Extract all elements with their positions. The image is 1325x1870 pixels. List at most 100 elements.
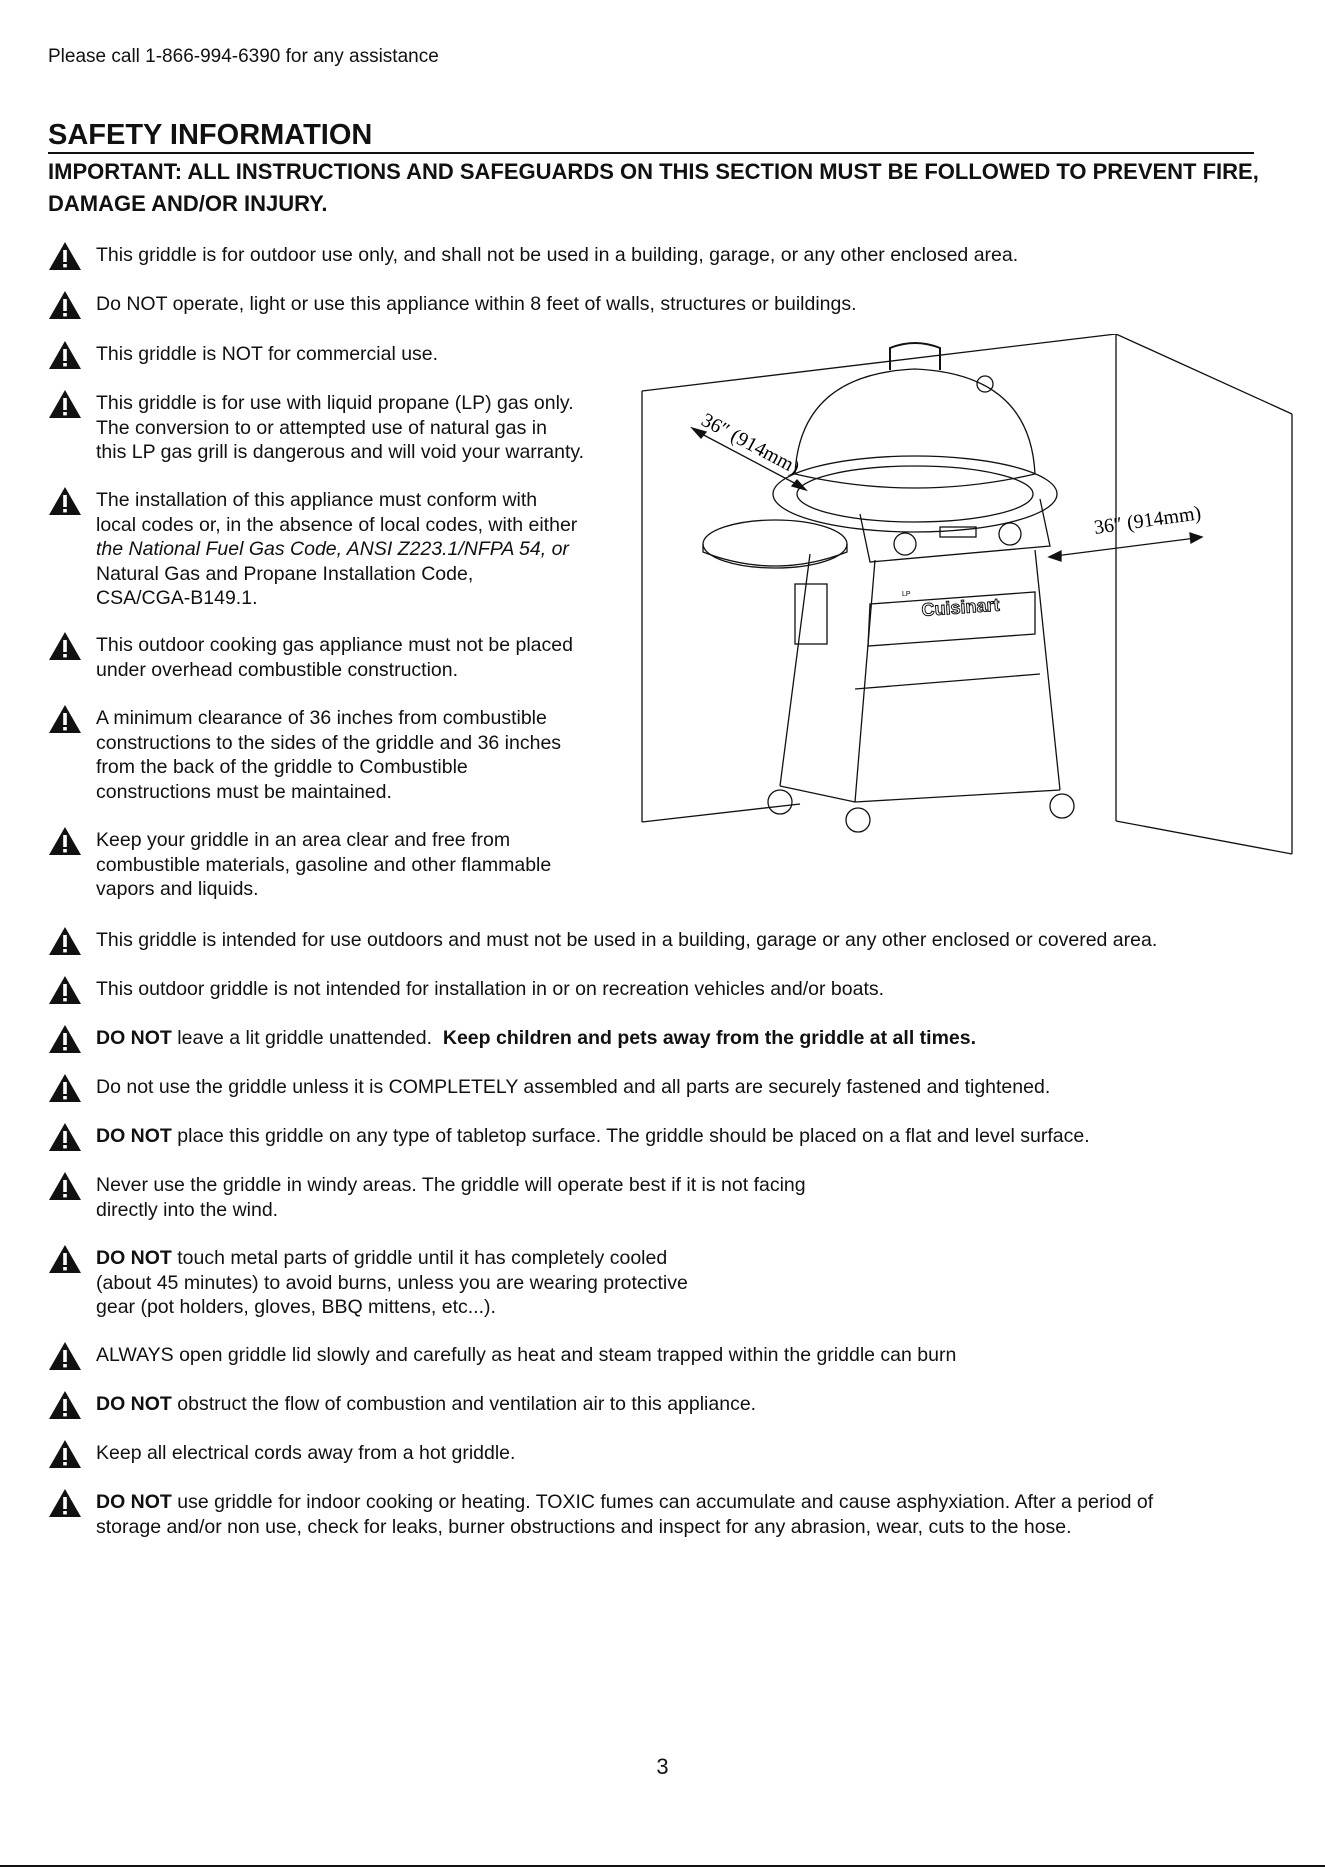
safety-item: Never use the griddle in windy areas. Th…: [48, 1173, 806, 1222]
safety-text: Never use the griddle in windy areas. Th…: [96, 1173, 806, 1222]
safety-item: This outdoor griddle is not intended for…: [48, 977, 884, 1005]
safety-text: DO NOT obstruct the flow of combustion a…: [96, 1392, 756, 1417]
safety-item: This griddle is for use with liquid prop…: [48, 391, 584, 465]
text-segment: leave a lit griddle unattended.: [171, 1027, 443, 1049]
important-notice: IMPORTANT: ALL INSTRUCTIONS AND SAFEGUAR…: [48, 159, 1259, 216]
text-line: DO NOT use griddle for indoor cooking or…: [96, 1490, 1153, 1515]
safety-item: DO NOT obstruct the flow of combustion a…: [48, 1392, 756, 1420]
do-not-label: DO NOT: [96, 1125, 172, 1147]
text-line: the National Fuel Gas Code, ANSI Z223.1/…: [96, 537, 577, 562]
dimension-label-side: 36″ (914mm): [1093, 502, 1203, 539]
safety-text: This griddle is for use with liquid prop…: [96, 391, 584, 465]
warning-icon: [48, 1390, 82, 1420]
dome-lid-rim: [794, 473, 1036, 489]
safety-item: DO NOT place this griddle on any type of…: [48, 1124, 1090, 1152]
text-line: The conversion to or attempted use of na…: [96, 416, 547, 439]
assistance-phone-line: Please call 1-866-994-6390 for any assis…: [48, 46, 439, 67]
burner-knob-left: [893, 532, 917, 556]
leg-front-left: [779, 553, 811, 787]
warning-icon: [48, 704, 82, 734]
text-segment: obstruct the flow of combustion and vent…: [171, 1393, 757, 1415]
dimension-arrow-side: [1054, 537, 1197, 557]
safety-text: A minimum clearance of 36 inches from co…: [96, 706, 561, 804]
badge-plate: [939, 526, 977, 538]
do-not-label: DO NOT: [96, 1247, 172, 1269]
wall-top-right: [1115, 334, 1293, 415]
burner-knob-right: [998, 522, 1022, 546]
section-title: SAFETY INFORMATION: [48, 118, 1254, 154]
do-not-label: DO NOT: [96, 1393, 172, 1415]
wheel: [1049, 793, 1075, 819]
text-segment: touch metal parts of griddle until it ha…: [171, 1247, 668, 1269]
text-line: Never use the griddle in windy areas. Th…: [96, 1174, 806, 1196]
warning-icon: [48, 486, 82, 516]
text-line: A minimum clearance of 36 inches from co…: [96, 707, 547, 729]
bottom-rail: [779, 785, 1061, 803]
text-segment: use griddle for indoor cooking or heatin…: [171, 1491, 1154, 1513]
text-line: under overhead combustible construction.: [96, 658, 459, 681]
text-line: DO NOT touch metal parts of griddle unti…: [96, 1246, 688, 1271]
warning-icon: [48, 1171, 82, 1201]
griddle-ring-inner: [796, 465, 1034, 523]
safety-item: Keep your griddle in an area clear and f…: [48, 828, 551, 902]
safety-item: A minimum clearance of 36 inches from co…: [48, 706, 561, 804]
warning-icon: [48, 1024, 82, 1054]
lp-tag: LP: [902, 591, 911, 598]
front-panel: [867, 591, 1036, 647]
warning-icon: [48, 241, 82, 271]
text-line: Natural Gas and Propane Installation Cod…: [96, 562, 474, 585]
arrow-head: [1189, 532, 1204, 545]
griddle-clearance-illustration: 36″ (914mm) 36″ (914mm) Cuisinart LP: [641, 334, 1293, 855]
control-panel: [859, 498, 1051, 563]
floor-left: [641, 803, 801, 823]
text-line: constructions must be maintained.: [96, 780, 392, 803]
do-not-label: DO NOT: [96, 1491, 172, 1513]
text-line: The installation of this appliance must …: [96, 489, 538, 511]
text-line: This griddle is for use with liquid prop…: [96, 392, 574, 414]
children-pets-warning: Keep children and pets away from the gri…: [442, 1027, 977, 1049]
arrow-head: [690, 426, 708, 439]
side-shelf: [702, 519, 848, 569]
text-line: CSA/CGA-B149.1.: [96, 587, 258, 609]
page-number: 3: [656, 1754, 669, 1779]
safety-text: DO NOT use griddle for indoor cooking or…: [96, 1490, 1153, 1539]
text-line: constructions to the sides of the griddl…: [96, 731, 562, 754]
warning-icon: [48, 340, 82, 370]
safety-text: This griddle is NOT for commercial use.: [96, 343, 439, 365]
lid-handle: [889, 342, 941, 370]
tank-holder: [794, 583, 828, 645]
wall-outline: [641, 334, 1117, 821]
text-line: local codes or, in the absence of local …: [96, 513, 578, 536]
safety-item: Do NOT operate, light or use this applia…: [48, 292, 857, 320]
safety-item: This griddle is for outdoor use only, an…: [48, 243, 1018, 271]
leg-front-right: [1034, 549, 1061, 791]
safety-item: Do not use the griddle unless it is COMP…: [48, 1075, 1050, 1103]
safety-text: ALWAYS open griddle lid slowly and caref…: [96, 1344, 957, 1366]
dimension-label-back: 36″ (914mm): [698, 409, 803, 479]
wheel: [767, 789, 793, 815]
safety-text: Do NOT operate, light or use this applia…: [96, 293, 857, 315]
wheel: [845, 807, 871, 833]
warning-icon: [48, 826, 82, 856]
safety-item: ALWAYS open griddle lid slowly and caref…: [48, 1343, 956, 1371]
text-line: combustible materials, gasoline and othe…: [96, 853, 552, 876]
warning-icon: [48, 1488, 82, 1518]
floor-right: [1115, 820, 1293, 855]
warning-icon: [48, 389, 82, 419]
safety-item: This griddle is NOT for commercial use.: [48, 342, 438, 370]
text-line: directly into the wind.: [96, 1198, 279, 1221]
warning-icon: [48, 1122, 82, 1152]
safety-item: The installation of this appliance must …: [48, 488, 577, 611]
do-not-label: DO NOT: [96, 1027, 172, 1049]
text-line: from the back of the griddle to Combusti…: [96, 756, 468, 778]
warning-icon: [48, 1341, 82, 1371]
safety-item: Keep all electrical cords away from a ho…: [48, 1441, 515, 1469]
dimension-arrow-back: [697, 431, 801, 487]
text-line: storage and/or non use, check for leaks,…: [96, 1515, 1072, 1538]
warning-icon: [48, 1439, 82, 1469]
warning-icon: [48, 1244, 82, 1274]
footer-rule: [0, 1865, 1325, 1867]
lower-shelf-edge: [854, 673, 1041, 690]
side-shelf-edge: [702, 544, 848, 567]
text-line: (about 45 minutes) to avoid burns, unles…: [96, 1271, 688, 1294]
